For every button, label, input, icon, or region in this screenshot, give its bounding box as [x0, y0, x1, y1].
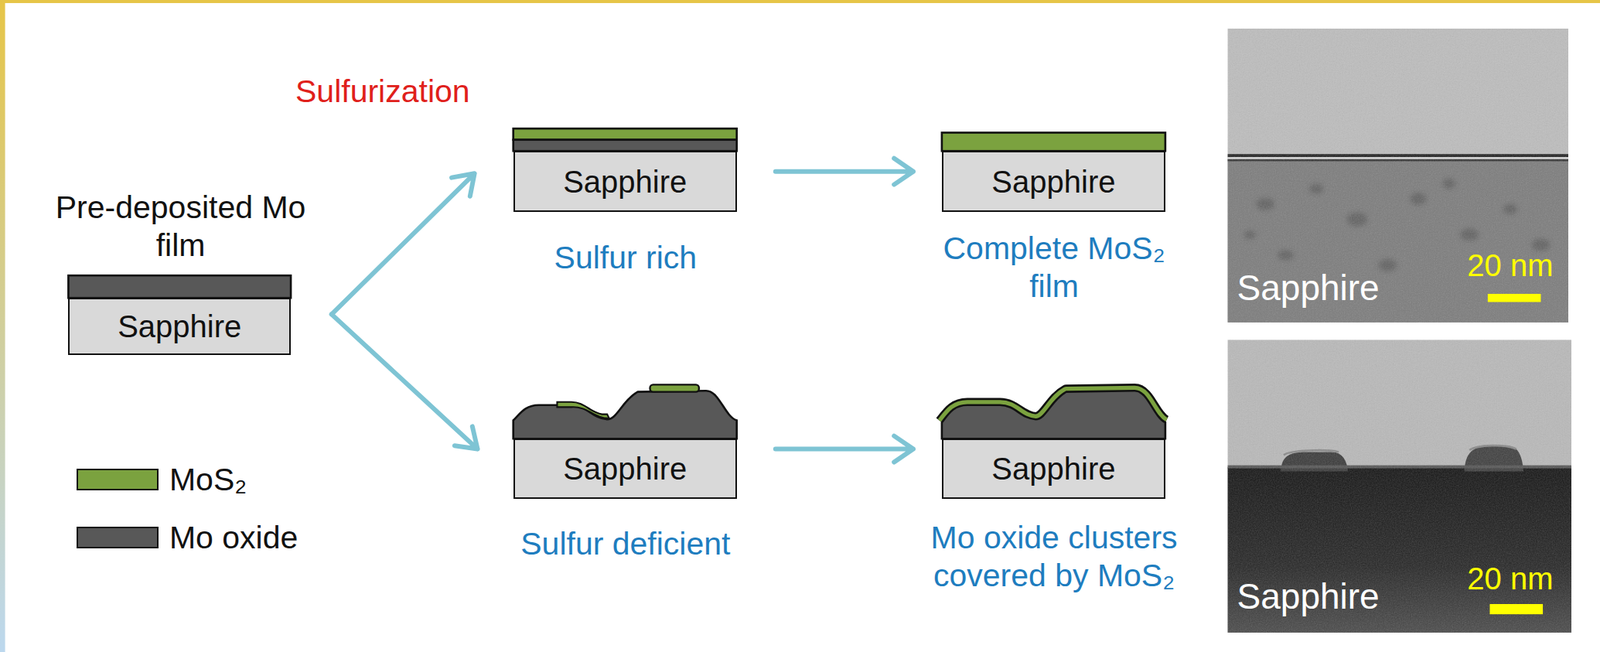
legend-swatch [76, 526, 159, 549]
mos2-patch [556, 402, 609, 419]
substrate-label: Sapphire [991, 451, 1116, 486]
mo-oxide-layer [513, 139, 737, 152]
tem-image [1227, 28, 1569, 323]
result-label: Mo oxide clusters covered by MoS₂ [918, 518, 1190, 595]
frame-side [0, 0, 6, 652]
substrate-label: Sapphire [562, 164, 687, 199]
scale-label: 20 nm [1466, 559, 1553, 598]
legend-entry: MoS₂ [76, 461, 247, 499]
condition-label: Sulfur rich [554, 238, 698, 277]
arrow-line [775, 158, 914, 185]
legend-swatch [76, 468, 159, 491]
substrate-label: Sapphire [117, 309, 242, 344]
arrow-line [331, 313, 478, 449]
legend-entry: Mo oxide [76, 519, 298, 557]
tem-image [1227, 339, 1572, 633]
condition-label: Sulfur deficient [520, 525, 731, 563]
mos2-patch [650, 384, 700, 392]
scale-bar [1489, 603, 1543, 615]
process-arrow [331, 173, 475, 314]
scale-label: 20 nm [1466, 246, 1553, 284]
substrate-label: Sapphire [991, 164, 1116, 199]
mo-oxide-clusters [941, 390, 1166, 439]
sample-caption: Pre-deposited Mo film [49, 188, 313, 265]
mo-oxide-layer [68, 275, 291, 298]
arrow-line [331, 173, 475, 314]
substrate-label: Sapphire [562, 451, 687, 486]
mo-oxide-clusters [513, 390, 737, 439]
process-arrow [775, 158, 914, 185]
image-label: Sapphire [1237, 266, 1380, 310]
process-arrow [331, 313, 478, 449]
sapphire-substrate: Sapphire [941, 438, 1166, 499]
sapphire-substrate: Sapphire [513, 150, 737, 212]
process-title: Sulfurization [295, 72, 471, 111]
arrow-line [775, 436, 914, 463]
mos2-layer [513, 128, 737, 140]
legend-text: Mo oxide [169, 519, 298, 557]
image-label: Sapphire [1237, 575, 1380, 618]
sapphire-substrate: Sapphire [941, 150, 1166, 212]
mos2-layer [941, 133, 1166, 152]
sapphire-substrate: Sapphire [68, 297, 291, 355]
sapphire-substrate: Sapphire [513, 438, 737, 499]
frame-top [0, 0, 1600, 4]
scale-bar [1487, 293, 1542, 303]
result-label: Complete MoS₂ film [922, 229, 1186, 306]
process-arrow [775, 436, 914, 463]
legend-text: MoS₂ [169, 461, 247, 499]
